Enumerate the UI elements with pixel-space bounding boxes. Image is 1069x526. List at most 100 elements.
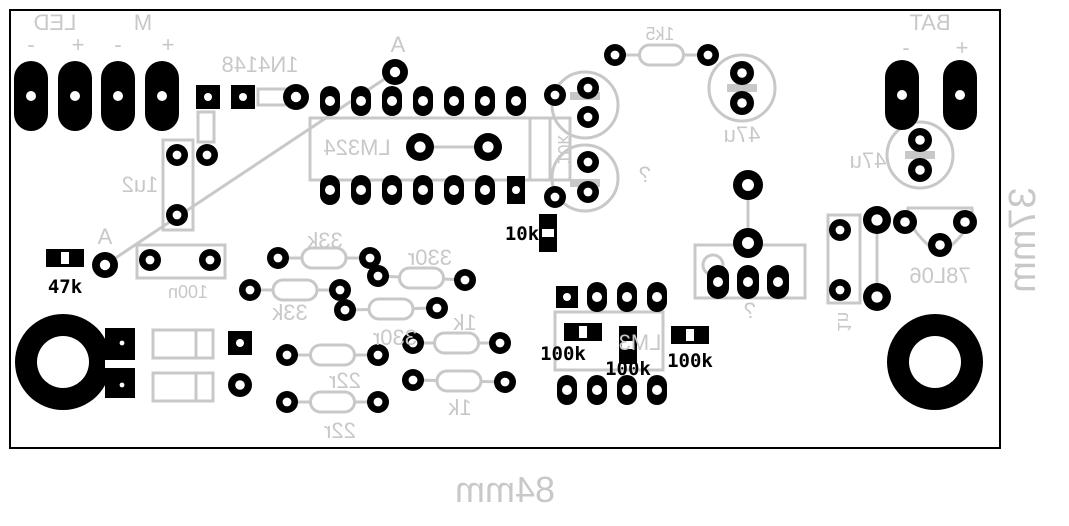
trace-diagonal [104, 70, 396, 267]
drill-hole [373, 397, 383, 407]
bat-minus-label: - [902, 35, 909, 60]
drill-hole [325, 185, 335, 195]
c-1u2-body [196, 110, 216, 144]
drill-hole [622, 385, 632, 395]
drill-hole [373, 271, 383, 281]
c-1n-outline [826, 213, 862, 305]
drill-hole [592, 292, 602, 302]
c-47u-label: 47u [724, 122, 761, 147]
drill-hole [562, 385, 572, 395]
drill-hole [408, 375, 418, 385]
m-plus-label: + [162, 32, 175, 57]
drill-hole [480, 96, 490, 106]
drill-hole [119, 382, 125, 388]
drill-hole [460, 275, 470, 285]
r-330r-label: 330r [373, 325, 417, 350]
drill-hole [172, 150, 182, 160]
drill-hole [26, 91, 36, 101]
drill-hole [205, 255, 215, 265]
drill-hole [737, 68, 747, 78]
drill-hole [172, 210, 182, 220]
ic2-label: LM3 [619, 330, 662, 355]
drill-hole [204, 93, 212, 101]
led-plus-label: + [72, 32, 85, 57]
drill-hole [235, 380, 245, 390]
r100k-label: 100k [605, 358, 651, 380]
drill-hole [583, 83, 593, 93]
r-33k-label: 33k [306, 228, 342, 253]
drill-hole [500, 377, 510, 387]
resistor-body [271, 278, 319, 302]
unknown-label: ? [639, 162, 651, 187]
drill-hole [583, 187, 593, 197]
drill-hole [550, 192, 560, 202]
drill-hole [418, 96, 428, 106]
drill-hole [449, 185, 459, 195]
r10k-label: 10k [505, 223, 540, 245]
led-label: LED [34, 10, 77, 35]
drill-hole [202, 150, 212, 160]
drill-hole [145, 255, 155, 265]
resistor-body [309, 390, 356, 414]
drill-hole [418, 185, 428, 195]
c-1u2-label: 1u2 [122, 172, 159, 197]
c-1n-label: 1n [834, 312, 854, 332]
r-22r-label: 22r [324, 418, 356, 443]
drill-hole [652, 292, 662, 302]
cap-outline [550, 143, 620, 213]
r-330r-label: 330r [408, 245, 452, 270]
d1-label: 1N4148 [221, 52, 298, 77]
drill-hole [871, 214, 883, 226]
drill-hole [935, 240, 945, 250]
r-1k5-label: 1k5 [645, 24, 674, 44]
resistor-body [367, 297, 415, 321]
drill-hole [871, 291, 883, 303]
smd-footprint [151, 371, 215, 403]
drill-hole [495, 338, 505, 348]
drill-hole [960, 217, 970, 227]
drill-hole [113, 91, 123, 101]
drill-hole [512, 186, 520, 194]
drill-hole [482, 141, 494, 153]
resistor-outlines [250, 43, 935, 414]
smd-gap [579, 326, 587, 338]
drill-hole [742, 179, 754, 191]
board-width-label: 84mm [455, 469, 555, 510]
m-label: M [134, 10, 152, 35]
drill-hole [387, 96, 397, 106]
drill-hole [955, 90, 965, 100]
led-minus-label: - [27, 32, 34, 57]
r100k-label: 100k [540, 343, 586, 365]
drill-hole [743, 277, 753, 287]
c-47u-label: 47u [850, 148, 887, 173]
r47k-label: 47k [48, 276, 83, 298]
drill-hole [622, 292, 632, 302]
drill-hole [742, 237, 754, 249]
drill-hole [290, 91, 302, 103]
r-1k-label: 1k [447, 395, 471, 420]
drill-hole [480, 185, 490, 195]
drill-hole [592, 385, 602, 395]
drill-hole [449, 96, 459, 106]
anode-label: A [391, 32, 406, 57]
drill-hole [915, 135, 925, 145]
c-100n-label: 100n [168, 282, 208, 302]
pot-10k-label: 10k [554, 134, 574, 164]
reg-label: 78L06 [909, 263, 970, 288]
drill-hole [99, 259, 111, 271]
drill-hole [70, 91, 80, 101]
m-minus-label: - [114, 32, 121, 57]
anode-label: A [98, 224, 113, 249]
board-height-label: 37mm [1002, 187, 1044, 293]
drill-hole [356, 185, 366, 195]
resistor-body [433, 331, 480, 355]
drill-hole [610, 50, 620, 60]
drill-hole [897, 90, 907, 100]
drill-hole [713, 277, 723, 287]
drill-hole [583, 112, 593, 122]
drill-hole [119, 340, 125, 346]
drill-hole [239, 93, 247, 101]
r-1k-label: 1k [452, 310, 476, 335]
smd-gap [61, 252, 69, 264]
board-outline [9, 9, 1001, 449]
